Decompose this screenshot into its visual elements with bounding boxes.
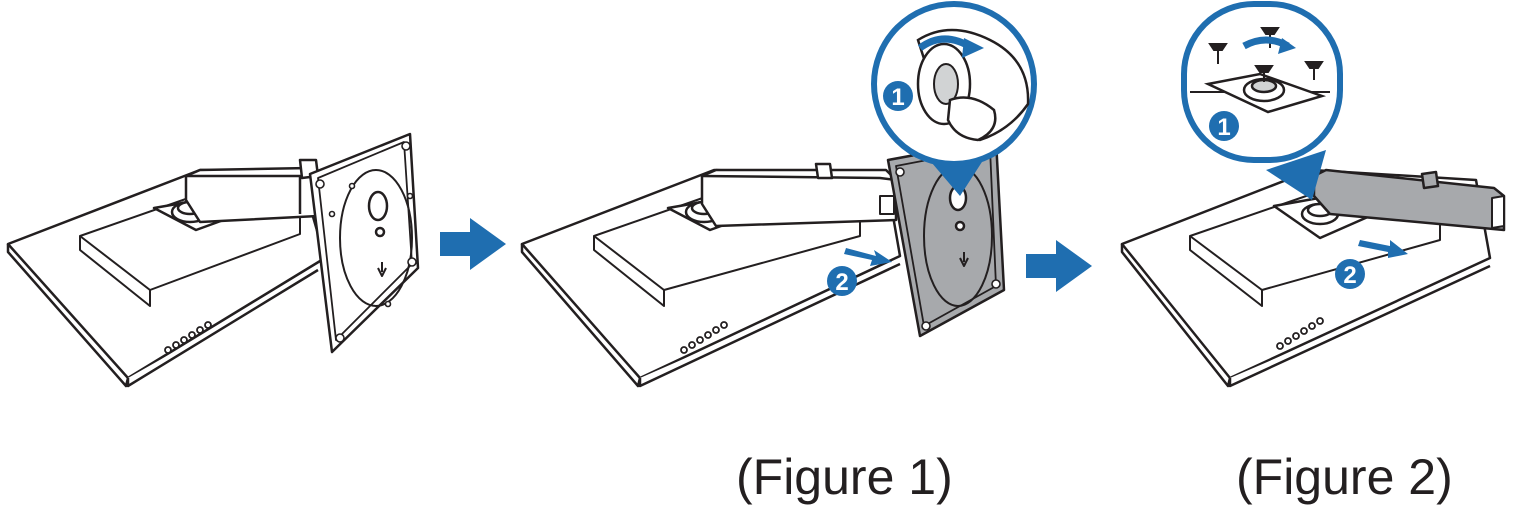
zoom-callout-screws: [1181, 1, 1343, 200]
monitor-buttons: [1276, 317, 1324, 350]
step-badge: [1209, 111, 1239, 141]
rotate-arrow-icon: [962, 38, 984, 58]
panel-2-remove-base: [520, 138, 1006, 388]
slide-arrow-icon: [844, 248, 892, 266]
step-badge: [827, 266, 857, 296]
step-number-1: 1: [1217, 114, 1230, 141]
rotate-arrow-icon: [1278, 38, 1296, 54]
panel-1-monitor-with-stand: [6, 132, 420, 388]
monitor-buttons: [164, 321, 212, 354]
zoom-callout-knob: [871, 1, 1037, 196]
step-badge: [883, 81, 913, 111]
step-badge: [1335, 259, 1365, 289]
panel-3-remove-stand: [1120, 168, 1506, 388]
step-number-1: 1: [891, 84, 904, 111]
step-number-2: 2: [835, 269, 848, 296]
figure-2-caption: (Figure 2): [1236, 449, 1453, 505]
step-number-2: 2: [1343, 262, 1356, 289]
figure-1-caption: (Figure 1): [736, 449, 953, 505]
arrow-right-icon: [1026, 240, 1092, 292]
plate-corner-screws: [315, 141, 417, 343]
slide-arrow-icon: [1358, 240, 1408, 258]
arrow-right-icon: [440, 218, 506, 270]
stand-base-plate: [308, 132, 420, 354]
monitor-buttons: [680, 321, 728, 354]
